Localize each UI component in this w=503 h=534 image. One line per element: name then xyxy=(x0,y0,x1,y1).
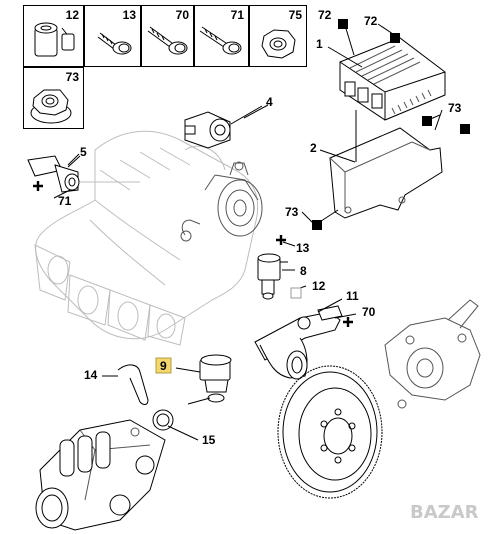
part-box-71-number: 71 xyxy=(230,8,244,22)
callout-2: 2 xyxy=(310,141,317,155)
marker-square-73b xyxy=(460,124,470,134)
marker-square-72a xyxy=(338,19,348,29)
marker-squares xyxy=(290,19,470,299)
marker-crosses xyxy=(33,181,353,327)
part-5-sensor xyxy=(27,155,140,193)
part-71-drawing xyxy=(199,26,242,55)
part-8-camshaft-sensor xyxy=(257,253,288,300)
callout-72-top: 72 xyxy=(318,8,332,22)
callout-15: 15 xyxy=(202,433,216,447)
callout-73-right: 73 xyxy=(448,101,462,115)
watermark-text: BAZAR xyxy=(410,502,479,523)
callout-labels: 72 72 1 73 2 4 5 71 73 13 8 12 11 70 9 1… xyxy=(58,8,462,447)
part-14-clip xyxy=(117,364,149,405)
callout-5: 5 xyxy=(80,145,87,159)
part-box-70-number: 70 xyxy=(175,8,189,22)
callout-72-right: 72 xyxy=(364,14,378,28)
callout-1: 1 xyxy=(316,37,323,51)
marker-square-73c xyxy=(312,220,322,230)
marker-square-73a xyxy=(422,116,432,126)
callout-12: 12 xyxy=(312,279,326,293)
part-9-temp-sensor xyxy=(187,354,232,405)
part-75-drawing xyxy=(261,29,296,59)
part-box-13-number: 13 xyxy=(122,8,136,22)
highlight-box-9 xyxy=(155,357,172,374)
part-15-o-ring xyxy=(152,409,174,431)
part-12-drawing xyxy=(34,22,75,57)
part-73-drawing xyxy=(30,89,72,124)
part-box-75-number: 75 xyxy=(288,8,302,22)
marker-square-72b xyxy=(390,33,400,43)
callout-4: 4 xyxy=(266,95,273,109)
part-70-drawing xyxy=(147,26,188,55)
part-1-ecu xyxy=(339,37,446,121)
callout-8: 8 xyxy=(300,264,307,278)
callout-73-mid: 73 xyxy=(285,205,299,219)
part-2-bracket xyxy=(329,127,443,219)
part-4-knock-sensor xyxy=(184,105,263,149)
part-box-12-number: 12 xyxy=(65,8,79,22)
thermostat-housing-drawing xyxy=(35,419,166,531)
callout-13: 13 xyxy=(296,241,310,255)
callout-11: 11 xyxy=(346,289,359,303)
part-box-73-number: 73 xyxy=(65,70,79,84)
part-11-sensor xyxy=(254,305,343,380)
throttle-body-drawing xyxy=(180,161,263,242)
callout-70: 70 xyxy=(362,305,376,319)
part-13-drawing xyxy=(97,32,132,55)
flywheel-drawing xyxy=(277,365,383,499)
marker-square-12 xyxy=(290,287,302,299)
part-box-70: 70 xyxy=(141,5,194,67)
water-pump-drawing xyxy=(384,299,481,409)
callout-9: 9 xyxy=(160,359,167,373)
callout-14: 14 xyxy=(84,368,98,382)
part-box-13: 13 xyxy=(84,5,141,67)
intake-manifold-drawing xyxy=(34,130,259,346)
callout-71: 71 xyxy=(58,194,72,208)
part-box-71: 71 xyxy=(194,5,249,67)
